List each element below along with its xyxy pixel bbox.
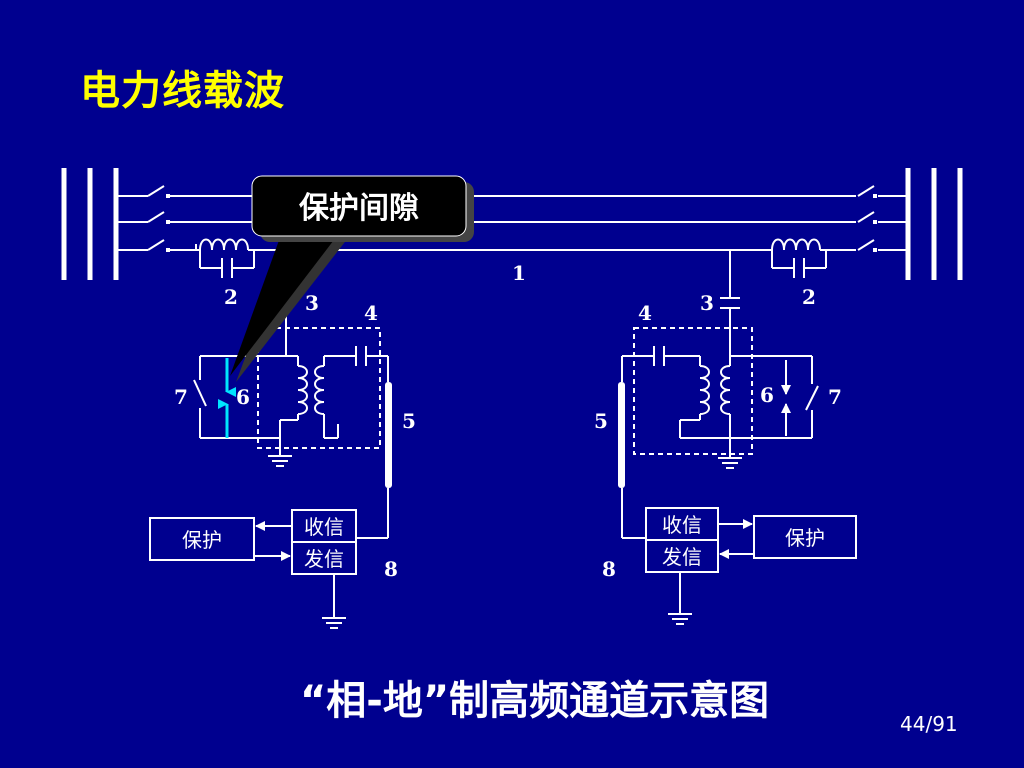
label-right-ground: 8 bbox=[602, 557, 616, 581]
right-gap-switch bbox=[730, 355, 819, 439]
label-left-trap: 2 bbox=[224, 285, 238, 309]
callout-text: 保护间隙 bbox=[299, 191, 419, 226]
label-left-coupling: 3 bbox=[305, 291, 319, 315]
protection-gap-callout: 保护间隙 bbox=[230, 175, 474, 382]
label-left-filter: 4 bbox=[364, 301, 378, 325]
right-receive-label: 收信 bbox=[662, 513, 702, 537]
page-number: 44/91 bbox=[900, 712, 958, 736]
label-left-switch: 7 bbox=[174, 385, 188, 409]
slide-title: 电力线载波 bbox=[80, 68, 285, 114]
label-right-switch: 7 bbox=[828, 385, 842, 409]
label-left-ground: 8 bbox=[384, 557, 398, 581]
label-right-filter: 4 bbox=[638, 301, 652, 325]
label-right-trap: 2 bbox=[802, 285, 816, 309]
label-line: 1 bbox=[512, 261, 526, 285]
right-coax-cable bbox=[618, 382, 625, 488]
right-coupling-filter bbox=[621, 250, 753, 469]
right-busbars bbox=[905, 168, 963, 280]
left-busbars bbox=[61, 168, 119, 280]
right-terminal bbox=[645, 507, 857, 625]
left-wave-trap bbox=[195, 238, 258, 278]
label-right-gap: 6 bbox=[760, 383, 774, 407]
left-gap-switch bbox=[193, 355, 280, 439]
right-wave-trap bbox=[768, 238, 830, 278]
left-coax-cable bbox=[385, 382, 392, 488]
right-send-label: 发信 bbox=[662, 545, 702, 569]
left-terminal bbox=[149, 509, 357, 629]
label-right-cable: 5 bbox=[594, 409, 608, 433]
left-protection-label: 保护 bbox=[182, 528, 222, 552]
left-send-label: 发信 bbox=[304, 547, 344, 571]
label-right-coupling: 3 bbox=[700, 291, 714, 315]
right-protection-label: 保护 bbox=[785, 526, 825, 550]
left-receive-label: 收信 bbox=[304, 515, 344, 539]
label-left-gap: 6 bbox=[236, 385, 250, 409]
label-left-cable: 5 bbox=[402, 409, 416, 433]
diagram-caption: “相-地”制高频通道示意图 bbox=[300, 678, 770, 724]
left-coupling-filter bbox=[224, 250, 389, 467]
